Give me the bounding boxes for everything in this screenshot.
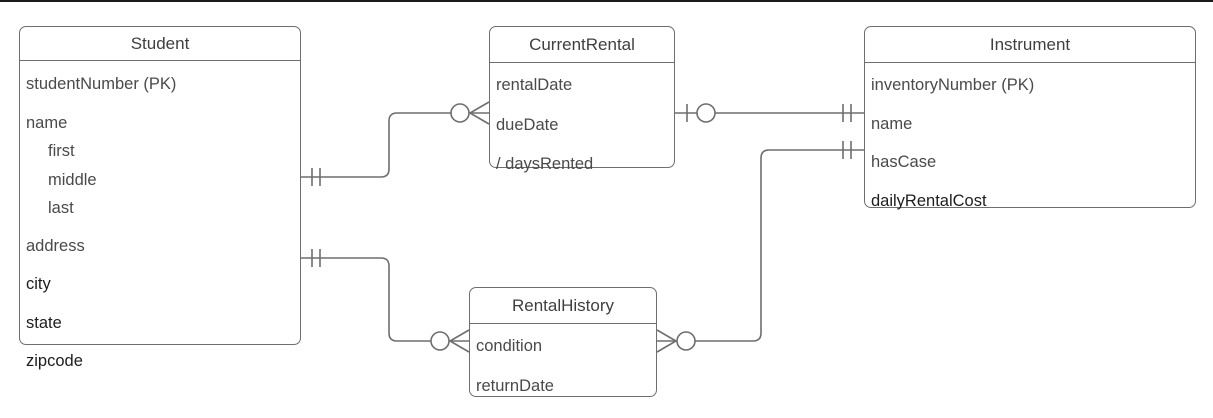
entity-student-name: Student: [130, 34, 190, 53]
attribute-student-name[interactable]: name: [26, 113, 68, 132]
relationship-student-currentrental[interactable]: [301, 101, 490, 186]
cardinality-ring-zero-4: [676, 331, 696, 351]
attribute-instrument-hascase[interactable]: hasCase: [871, 153, 937, 171]
attribute-student-city[interactable]: city: [26, 275, 51, 293]
entity-currentrental-name: CurrentRental: [529, 35, 635, 54]
attribute-currentrental-daysrented[interactable]: / daysRented: [496, 155, 594, 173]
cardinality-crowsfoot-many-2: [448, 329, 470, 353]
attribute-currentrental-duedate[interactable]: dueDate: [496, 115, 559, 134]
relationship-line-student-currentrental: [301, 112, 451, 178]
entity-instrument-attribute-list: inventoryNumber (PK) name hasCase dailyR…: [865, 63, 1195, 216]
cardinality-ring-zero-3: [430, 331, 450, 351]
entity-rentalhistory-attribute-list: condition returnDate: [470, 324, 656, 401]
relationship-rentalhistory-instrument[interactable]: [656, 141, 864, 353]
entity-student-attribute-list: studentNumber (PK) name first middle las…: [20, 61, 300, 377]
attribute-student-name-middle[interactable]: middle: [48, 170, 97, 189]
attribute-student-studentnumber[interactable]: studentNumber (PK): [26, 75, 177, 93]
attribute-currentrental-rentaldate[interactable]: rentalDate: [496, 76, 573, 94]
entity-rentalhistory-title-bar: RentalHistory: [470, 288, 656, 324]
attribute-student-state[interactable]: state: [26, 313, 62, 332]
attribute-instrument-dailyrentalcost[interactable]: dailyRentalCost: [871, 191, 987, 210]
relationship-currentrental-instrument[interactable]: [675, 103, 864, 123]
cardinality-crowsfoot-many: [468, 101, 490, 125]
attribute-instrument-inventorynumber[interactable]: inventoryNumber (PK): [871, 76, 1035, 94]
relationship-line-student-rentalhistory: [301, 257, 431, 342]
attribute-student-address[interactable]: address: [26, 236, 85, 255]
attribute-student-name-first[interactable]: first: [48, 142, 75, 160]
cardinality-ring-zero: [450, 103, 470, 123]
attribute-student-name-last[interactable]: last: [48, 199, 74, 217]
entity-student-title-bar: Student: [20, 27, 300, 61]
entity-rentalhistory-name: RentalHistory: [511, 296, 615, 315]
attribute-student-zipcode[interactable]: zipcode: [26, 352, 83, 370]
cardinality-ring-zero-2: [696, 103, 716, 123]
entity-instrument-name: Instrument: [989, 35, 1071, 54]
cardinality-crowsfoot-many-3: [656, 329, 678, 353]
entity-currentrental-attribute-list: rentalDate dueDate / daysRented: [490, 63, 674, 180]
relationship-student-rentalhistory[interactable]: [301, 249, 470, 353]
relationship-line-rentalhistory-instrument: [695, 149, 864, 342]
entity-currentrental[interactable]: CurrentRental rentalDate dueDate / daysR…: [489, 26, 675, 172]
attribute-instrument-name[interactable]: name: [871, 114, 913, 133]
attribute-rentalhistory-condition[interactable]: condition: [476, 337, 543, 355]
entity-currentrental-title-bar: CurrentRental: [490, 27, 674, 63]
entity-instrument[interactable]: Instrument inventoryNumber (PK) name has…: [864, 26, 1196, 209]
entity-instrument-title-bar: Instrument: [865, 27, 1195, 63]
entity-rentalhistory[interactable]: RentalHistory condition returnDate: [469, 287, 657, 397]
entity-student[interactable]: Student studentNumber (PK) name first mi…: [19, 26, 301, 369]
attribute-rentalhistory-returndate[interactable]: returnDate: [476, 376, 554, 395]
page-top-rule: [0, 0, 1213, 2]
